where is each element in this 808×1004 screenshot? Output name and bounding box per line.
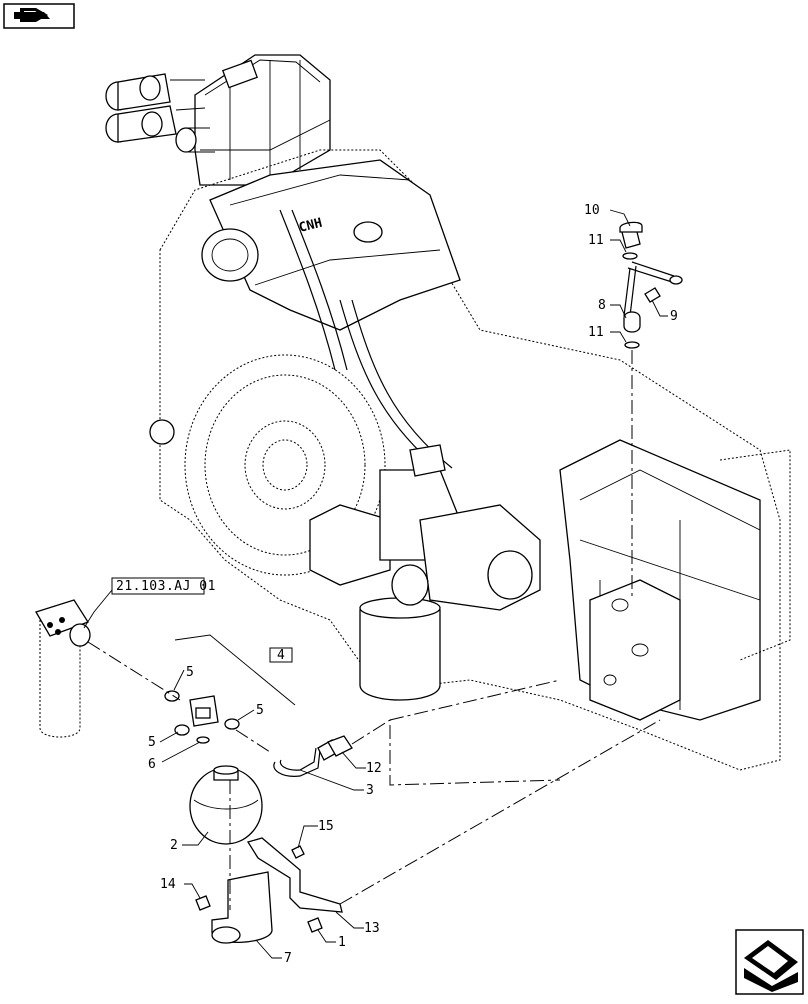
hydraulic-valve-block — [105, 54, 331, 186]
callout-5-top-label: 5 — [186, 665, 194, 680]
callout-2[interactable]: 2 — [170, 838, 178, 853]
callout-4-label: 4 — [277, 648, 285, 663]
reference-link[interactable]: 21.103.AJ 01 — [111, 577, 216, 595]
callout-5-right-label: 5 — [256, 703, 264, 718]
transmission-assembly-drawing: CNH — [105, 54, 791, 771]
callout-11-top-label: 11 — [588, 233, 604, 248]
callout-7-label: 7 — [284, 951, 292, 966]
callout-5-left-label: 5 — [148, 735, 156, 750]
back-arrow-icon — [14, 8, 50, 22]
accumulator-parts — [35, 599, 353, 944]
callout-14-label: 14 — [160, 877, 176, 892]
callout-12[interactable]: 12 — [366, 761, 382, 776]
forward-arrow-icon — [744, 940, 798, 992]
callout-7[interactable]: 7 — [284, 951, 292, 966]
callout-12-label: 12 — [366, 761, 382, 776]
callout-14[interactable]: 14 — [160, 877, 176, 892]
reference-leader-line — [83, 589, 113, 629]
callout-4[interactable]: 4 — [269, 647, 293, 663]
forward-nav-button[interactable] — [735, 929, 804, 995]
center-lines — [87, 641, 661, 910]
callout-15-label: 15 — [318, 819, 334, 834]
callout-15[interactable]: 15 — [318, 819, 334, 834]
drain-linkage-parts — [619, 221, 683, 600]
callout-5-left[interactable]: 5 — [148, 735, 156, 750]
leader-lines — [159, 209, 668, 959]
callout-9[interactable]: 9 — [670, 309, 678, 324]
callout-8-label: 8 — [598, 298, 606, 313]
callout-13[interactable]: 13 — [364, 921, 380, 936]
reference-label: 21.103.AJ 01 — [116, 579, 216, 594]
callout-13-label: 13 — [364, 921, 380, 936]
callout-6-label: 6 — [148, 757, 156, 772]
back-nav-button[interactable] — [3, 3, 75, 29]
callout-10-label: 10 — [584, 203, 600, 218]
callout-10[interactable]: 10 — [584, 203, 600, 218]
callout-11-bottom[interactable]: 11 — [588, 325, 604, 340]
callout-11-top[interactable]: 11 — [588, 233, 604, 248]
callout-2-label: 2 — [170, 838, 178, 853]
callout-3[interactable]: 3 — [366, 783, 374, 798]
callout-9-label: 9 — [670, 309, 678, 324]
callout-3-label: 3 — [366, 783, 374, 798]
callout-1-label: 1 — [338, 935, 346, 950]
callout-6[interactable]: 6 — [148, 757, 156, 772]
callout-8[interactable]: 8 — [598, 298, 606, 313]
brand-logo-text: CNH — [297, 216, 323, 236]
callout-5-top[interactable]: 5 — [186, 665, 194, 680]
callout-11-bottom-label: 11 — [588, 325, 604, 340]
callout-5-right[interactable]: 5 — [256, 703, 264, 718]
callout-1[interactable]: 1 — [338, 935, 346, 950]
